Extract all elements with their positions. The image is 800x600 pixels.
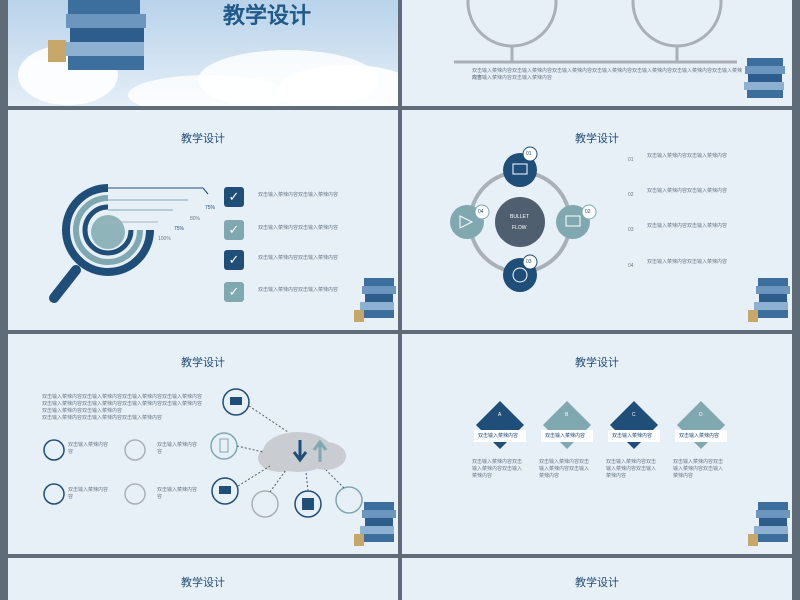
pct-label-1: 75%: [205, 205, 216, 211]
row-number: 01: [628, 157, 634, 163]
card-label: 双击输入菜辣内容: [612, 433, 653, 439]
feature-text: 容: [157, 449, 163, 455]
diamond-cards: [474, 400, 727, 450]
circles-diagram: [454, 0, 785, 98]
node-number: 01: [526, 151, 532, 157]
card-desc: 输入菜辣内容双击输入: [673, 466, 724, 472]
card-desc: 双击输入菜辣内容双击: [539, 459, 590, 465]
check-icon: ✓: [224, 282, 244, 302]
feature-text: 容: [68, 449, 74, 455]
row-text: 双击输入菜辣内容双击输入菜辣内容: [647, 259, 728, 265]
slide-thumbnail-8[interactable]: 教学设计: [402, 558, 792, 600]
slide-title: 教学设计: [575, 133, 619, 145]
magnifier-chart: [49, 184, 209, 303]
slide-thumbnail-cover[interactable]: 教学设计: [8, 0, 398, 106]
body-text-2: 双击输入菜辣内容双击输入菜辣内容: [472, 75, 553, 81]
card-desc: 输入菜辣内容双击输入: [472, 466, 523, 472]
card-desc: 双击输入菜辣内容双击: [673, 459, 724, 465]
card-letter: C: [632, 412, 636, 418]
card-label: 双击输入菜辣内容: [478, 433, 519, 439]
feature-text: 容: [157, 494, 163, 500]
slide-thumbnail-6[interactable]: 教学设计 A B C D 双击输入菜辣内容 双击输入菜辣内容 双击输入菜辣内容 …: [402, 334, 792, 554]
slide-title: 教学设计: [181, 357, 225, 369]
pct-label-2: 80%: [190, 216, 201, 222]
slide-thumbnail-3[interactable]: 教学设计 75% 80% 75% 100% ✓ 双击输入菜辣内容双击输入菜辣内容…: [8, 110, 398, 330]
bullet-flow-diagram: [450, 146, 597, 292]
card-desc: 菜辣内容: [472, 473, 493, 479]
card-desc: 双击输入菜辣内容双击: [472, 459, 523, 465]
slide-title: 教学设计: [181, 577, 225, 589]
center-label-1: BULLET: [510, 214, 529, 220]
slide-thumbnail-2[interactable]: 双击输入菜辣内容双击输入菜辣内容双击输入菜辣内容双击输入菜辣内容双击输入菜辣内容…: [402, 0, 792, 106]
row-text: 双击输入菜辣内容双击输入菜辣内容: [647, 188, 728, 194]
books-icon: [354, 278, 396, 322]
feature-text: 双击输入菜辣内容: [157, 442, 198, 448]
card-desc: 双击输入菜辣内容双击: [606, 459, 657, 465]
card-desc: 输入菜辣内容双击输入: [539, 466, 590, 472]
row-number: 03: [628, 227, 634, 233]
node-number: 04: [478, 209, 484, 215]
card-letter: D: [699, 412, 703, 418]
pct-label-4: 100%: [158, 236, 171, 242]
paragraph-line: 双击输入菜辣内容双击输入菜辣内容双击输入菜辣内容双击输入菜辣内容: [42, 394, 203, 400]
slide-thumbnail-5[interactable]: 教学设计 双击输入菜辣内容双击输入菜辣内容双击输入菜辣内容双击输入菜辣内容 双击…: [8, 334, 398, 554]
paragraph-line: 双击输入菜辣内容双击输入菜辣内容: [42, 408, 123, 414]
paragraph-line: 双击输入菜辣内容双击输入菜辣内容双击输入菜辣内容双击输入菜辣内容: [42, 401, 203, 407]
card-desc: 菜辣内容: [606, 473, 627, 479]
checklist-item-4: 双击输入菜辣内容双击输入菜辣内容: [258, 287, 339, 293]
checklist-item-3: 双击输入菜辣内容双击输入菜辣内容: [258, 255, 339, 261]
card-label: 双击输入菜辣内容: [679, 433, 720, 439]
cloud-network-diagram: [43, 388, 363, 518]
card-desc: 输入菜辣内容双击输入: [606, 466, 657, 472]
row-text: 双击输入菜辣内容双击输入菜辣内容: [647, 223, 728, 229]
slide-title: 教学设计: [575, 357, 619, 369]
checklist-item-1: 双击输入菜辣内容双击输入菜辣内容: [258, 192, 339, 198]
books-icon: [748, 278, 790, 322]
paragraph-line: 双击输入菜辣内容双击输入菜辣内容双击输入菜辣内容: [42, 415, 163, 421]
feature-text: 双击输入菜辣内容: [68, 487, 109, 493]
row-text: 双击输入菜辣内容双击输入菜辣内容: [647, 153, 728, 159]
center-label-2: FLOW: [512, 225, 527, 231]
card-letter: B: [565, 412, 569, 418]
card-letter: A: [498, 412, 502, 418]
check-icon: ✓: [224, 250, 244, 270]
pct-label-3: 75%: [174, 226, 185, 232]
cover-illustration: [18, 0, 398, 106]
books-icon: [748, 502, 790, 546]
body-text: 双击输入菜辣内容双击输入菜辣内容双击输入菜辣内容双击输入菜辣内容双击输入菜辣内容…: [472, 68, 743, 81]
cover-title: 教学设计: [223, 3, 312, 28]
checklist-item-2: 双击输入菜辣内容双击输入菜辣内容: [258, 225, 339, 231]
feature-text: 容: [68, 494, 74, 500]
slide-thumbnail-7[interactable]: 教学设计: [8, 558, 398, 600]
node-number: 02: [585, 209, 591, 215]
card-desc: 菜辣内容: [539, 473, 560, 479]
check-icon: ✓: [224, 220, 244, 240]
feature-text: 双击输入菜辣内容: [157, 487, 198, 493]
row-number: 04: [628, 263, 634, 269]
row-number: 02: [628, 192, 634, 198]
card-label: 双击输入菜辣内容: [545, 433, 586, 439]
books-icon: [354, 502, 396, 546]
check-icon: ✓: [224, 187, 244, 207]
node-number: 03: [526, 259, 532, 265]
card-desc: 菜辣内容: [673, 473, 694, 479]
feature-text: 双击输入菜辣内容: [68, 442, 109, 448]
slide-thumbnail-4[interactable]: 教学设计 BULLET FLOW 01 02 03 04 01 双击输入菜辣内容…: [402, 110, 792, 330]
slide-title: 教学设计: [181, 133, 225, 145]
slide-title: 教学设计: [575, 577, 619, 589]
